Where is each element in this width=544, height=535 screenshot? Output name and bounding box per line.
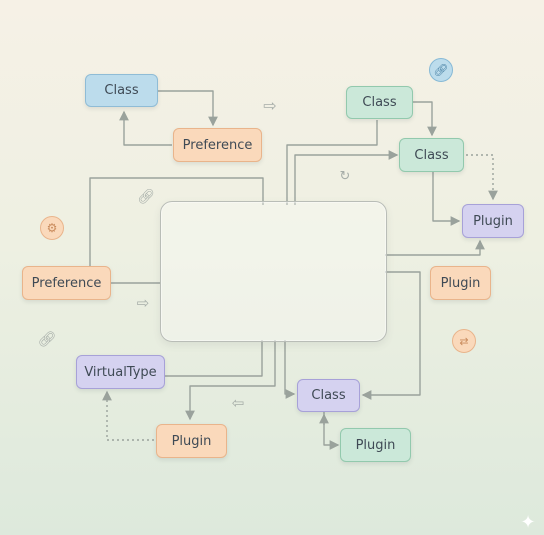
edge-center-to-plugin-right bbox=[385, 239, 485, 256]
preference-node-top[interactable]: Preference bbox=[173, 128, 262, 162]
class-node-top-right[interactable]: Class bbox=[346, 86, 413, 119]
swap-arrows-icon: ⇄ bbox=[452, 329, 476, 353]
plugin-node-right-top[interactable]: Plugin bbox=[462, 204, 524, 238]
link-icon: 🔗︎ bbox=[37, 330, 57, 348]
left-arrow-outline-icon: ⇦ bbox=[231, 394, 245, 412]
central-glass-panel bbox=[160, 201, 387, 342]
edge-class-right-to-plugin bbox=[432, 172, 461, 226]
edge-preference-up-loop bbox=[89, 177, 264, 266]
edge-class-top-right-to-class-right bbox=[413, 101, 437, 137]
gear-icon: ⚙︎ bbox=[40, 216, 64, 240]
class-node-bottom[interactable]: Class bbox=[297, 379, 360, 412]
plugin-node-bottom-right[interactable]: Plugin bbox=[340, 428, 411, 462]
edge-class-top-right-down bbox=[286, 120, 378, 205]
right-arrow-outline-icon: ⇨ bbox=[136, 294, 150, 312]
plugin-node-bottom-left[interactable]: Plugin bbox=[156, 424, 227, 458]
edge-class-right-to-plugin-dotted bbox=[466, 154, 498, 201]
sparkle-icon: ✦ bbox=[520, 511, 536, 533]
edge-class-bottom-to-plugin-bottom bbox=[323, 411, 340, 450]
class-node-top-left[interactable]: Class bbox=[85, 74, 158, 107]
link-icon: 🔗︎ bbox=[137, 189, 155, 205]
link-icon: 🔗︎ bbox=[429, 58, 453, 82]
edge-preference-to-class-loop bbox=[119, 110, 172, 146]
edge-plugin-to-virtualtype-dotted bbox=[102, 390, 154, 441]
plugin-node-right-mid[interactable]: Plugin bbox=[430, 266, 491, 300]
right-arrow-outline-icon: ⇨ bbox=[263, 95, 277, 115]
edge-right-to-class-bottom bbox=[361, 271, 421, 400]
edge-center-to-class-right bbox=[294, 150, 399, 205]
class-node-right[interactable]: Class bbox=[399, 138, 464, 172]
edge-center-to-plugin-bottom bbox=[185, 340, 276, 421]
edge-class-to-preference bbox=[158, 90, 218, 127]
virtualtype-node[interactable]: VirtualType bbox=[76, 355, 165, 389]
preference-node-left[interactable]: Preference bbox=[22, 266, 111, 300]
edge-virtualtype-to-center bbox=[165, 340, 263, 377]
edge-center-to-class-bottom bbox=[284, 340, 296, 399]
cycle-icon: ↻ bbox=[339, 168, 351, 184]
